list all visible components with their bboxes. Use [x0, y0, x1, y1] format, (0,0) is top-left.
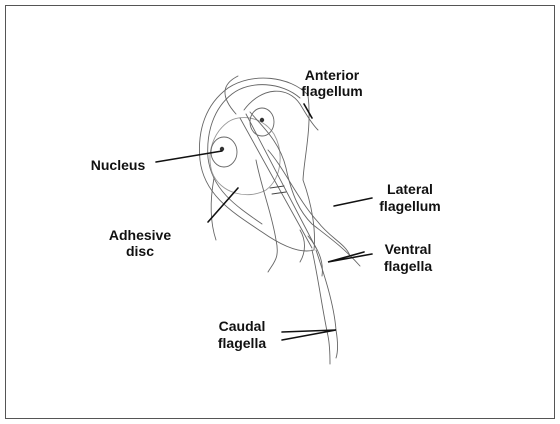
nucleus-leader: [156, 151, 222, 162]
lateral-leader: [334, 198, 372, 206]
ventral-flagellum-a: [300, 230, 305, 262]
figure-border: [6, 6, 555, 419]
leader-lines: [156, 104, 372, 340]
label-adhesive-line1: Adhesive: [109, 227, 171, 243]
lateral-flagellum-a: [268, 150, 350, 256]
nucleus-right-karyosome: [260, 118, 264, 122]
cell-body-inner-outline: [208, 85, 300, 224]
label-ventral-line1: Ventral: [385, 241, 432, 257]
ventral-flagellum-b: [308, 236, 322, 276]
label-ventral-line2: flagella: [384, 258, 432, 274]
label-lateral-line1: Lateral: [387, 181, 433, 197]
label-adhesive-line2: disc: [126, 243, 154, 259]
anterior-flagellum-b: [225, 76, 238, 114]
label-anterior-line2: flagellum: [301, 83, 362, 99]
adhesive-leader: [208, 188, 238, 222]
lateral-flagellum-b: [256, 160, 277, 272]
label-caudal-line2: flagella: [218, 335, 266, 351]
label-caudal-line1: Caudal: [219, 318, 266, 334]
median-body: [270, 186, 286, 194]
label-lateral-line2: flagellum: [379, 198, 440, 214]
caudal-flagellum-b: [316, 250, 338, 358]
caudal-flagellum-a: [312, 250, 330, 364]
label-nucleus: Nucleus: [91, 157, 146, 173]
anterior-leader: [304, 104, 312, 118]
lateral-flagellum-c: [211, 178, 216, 240]
label-anterior-line1: Anterior: [305, 67, 360, 83]
labels: Anterior flagellum Nucleus Lateral flage…: [91, 67, 441, 351]
ventral-leader: [328, 252, 372, 262]
adhesive-disc: [210, 118, 280, 195]
